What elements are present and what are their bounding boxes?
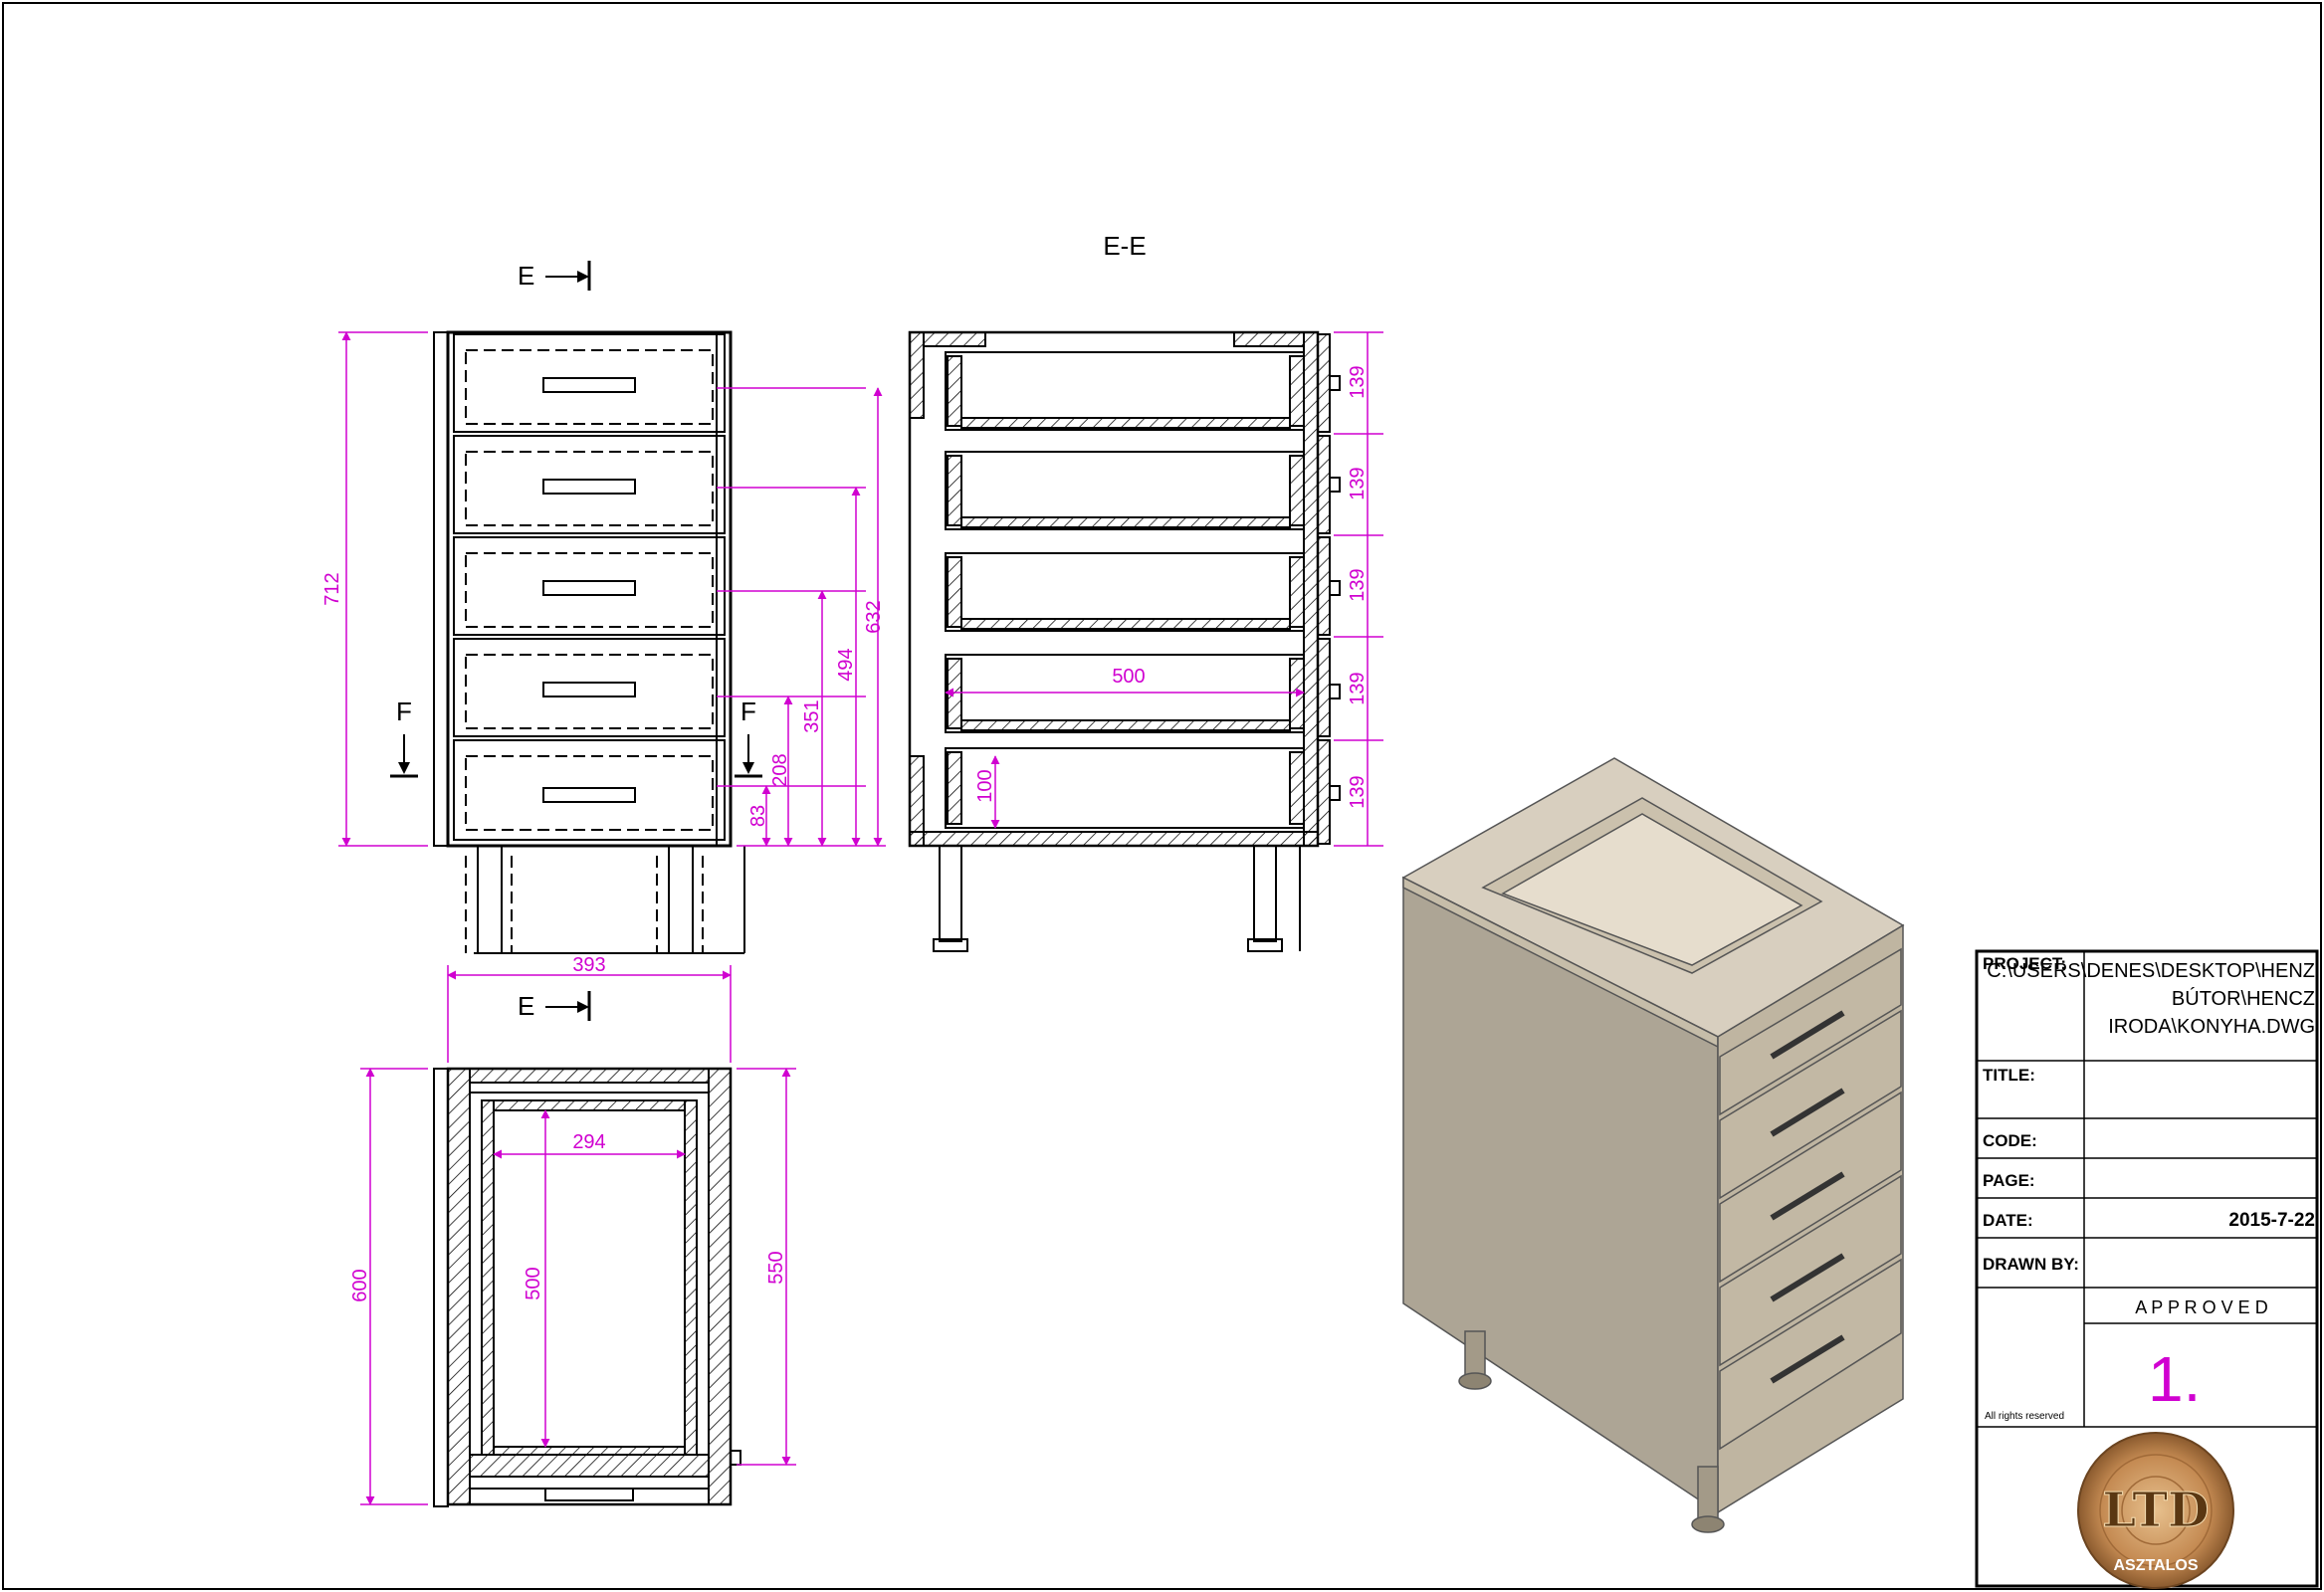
front-drawer-2 [453, 435, 726, 534]
svg-text:E: E [518, 991, 534, 1021]
tb-path-line-2: BÚTOR\HENCZ [2172, 987, 2315, 1010]
tb-project-label: PROJECT: [1983, 954, 2066, 973]
front-drawer-3 [453, 536, 726, 636]
dim-plan-inner-width: 294 [572, 1131, 605, 1153]
dim-plan-side-depth: 550 [765, 1251, 787, 1284]
cut-marker-e-top: E [518, 261, 591, 291]
front-dimensions [338, 331, 886, 847]
tb-path-line-1: C:\USERS\DENES\DESKTOP\HENZ [1987, 960, 2315, 982]
svg-text:LTD: LTD [2102, 1483, 2209, 1538]
dim-plan-inner-depth: 500 [523, 1267, 544, 1299]
section-drawer-5 [945, 747, 1305, 829]
cut-marker-f-right: F [735, 696, 762, 778]
dim-front-level-83: 83 [747, 805, 769, 827]
dim-front-level-208: 208 [769, 753, 791, 786]
dim-front-level-632: 632 [863, 600, 885, 633]
tb-path-line-3: IRODA\KONYHA.DWG [2108, 1016, 2315, 1038]
tb-date-label: DATE: [1983, 1211, 2033, 1230]
dim-plan-depth: 600 [349, 1269, 371, 1301]
svg-text:F: F [396, 696, 412, 726]
tb-date-value: 2015-7-22 [2228, 1210, 2315, 1231]
dim-section-drawer-3: 139 [1347, 568, 1369, 601]
dim-section-drawer-side: 100 [974, 769, 996, 802]
isometric-cabinet [1401, 757, 1905, 1533]
tb-sheet-number: 1. [2148, 1343, 2201, 1415]
plan-view [433, 1067, 741, 1507]
section-title: E-E [1103, 231, 1146, 261]
company-logo: LTD ASZTALOS [2077, 1432, 2234, 1589]
dim-top-width: 393 [572, 954, 605, 976]
tb-rights-label: All rights reserved [1985, 1411, 2064, 1422]
section-drawer-3 [945, 552, 1305, 632]
dim-front-height: 712 [321, 572, 343, 605]
front-drawer-4 [453, 638, 726, 737]
front-view [433, 330, 745, 954]
tb-code-label: CODE: [1983, 1131, 2037, 1150]
dim-front-level-494: 494 [835, 648, 857, 681]
tb-title-label: TITLE: [1983, 1066, 2035, 1085]
dim-section-drawer-2: 139 [1347, 467, 1369, 499]
dim-front-level-351: 351 [801, 699, 823, 732]
front-drawer-5 [453, 739, 726, 841]
front-drawer-1 [453, 333, 726, 433]
cut-marker-e-plan: E [518, 991, 591, 1021]
plan-dimensions [360, 965, 796, 1505]
dim-section-drawer-1: 139 [1347, 365, 1369, 398]
dim-section-drawer-5: 139 [1347, 775, 1369, 808]
section-drawer-1 [945, 351, 1305, 431]
svg-text:F: F [740, 696, 756, 726]
svg-text:ASZTALOS: ASZTALOS [2113, 1557, 2198, 1574]
cut-marker-f-left: F [390, 696, 418, 778]
svg-text:E: E [518, 261, 534, 291]
section-view [908, 330, 1341, 952]
dim-section-drawer-depth: 500 [1112, 666, 1145, 688]
tb-approved-label: A P P R O V E D [2135, 1297, 2267, 1317]
section-drawer-2 [945, 451, 1305, 530]
section-dimensions [945, 331, 1383, 847]
tb-drawn-by-label: DRAWN BY: [1983, 1255, 2079, 1274]
tb-page-label: PAGE: [1983, 1171, 2035, 1190]
dim-section-drawer-4: 139 [1347, 672, 1369, 704]
title-block [1975, 949, 2319, 1588]
